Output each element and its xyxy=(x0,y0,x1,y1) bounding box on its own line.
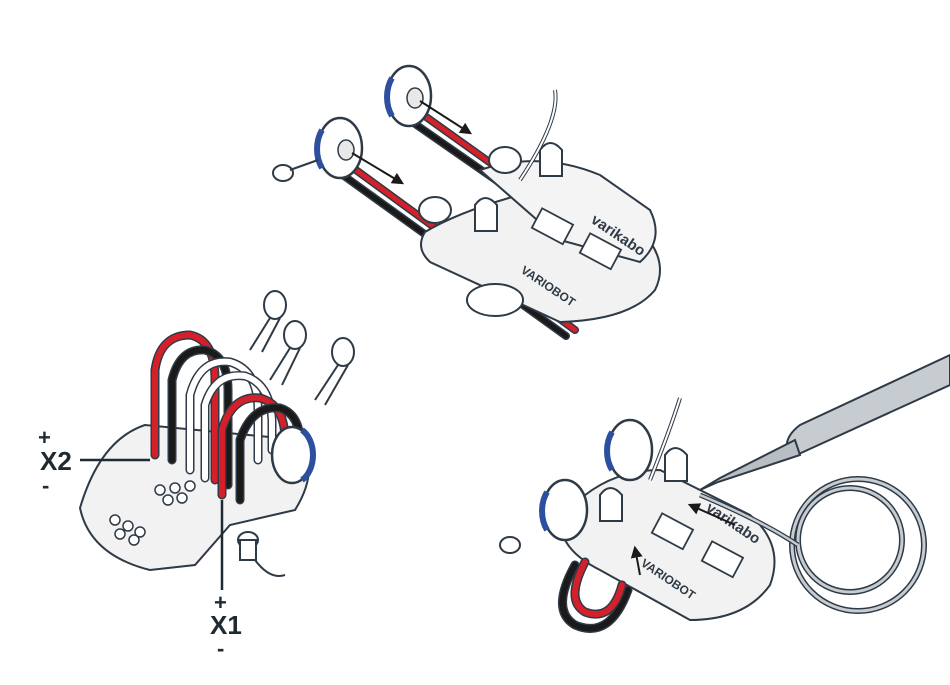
right-pcb: varikabo VARIOBOT xyxy=(560,398,775,620)
motor-icon xyxy=(272,427,313,483)
top-assembly: varikabo VARIOBOT xyxy=(273,66,660,336)
motor-icon xyxy=(607,420,652,480)
x2-label: X2 xyxy=(40,448,72,474)
motor-icon xyxy=(273,118,362,181)
motor-icon xyxy=(387,66,431,126)
top-pcb: varikabo VARIOBOT xyxy=(419,90,660,322)
x1-label: X1 xyxy=(210,612,242,638)
x2-minus-label: - xyxy=(42,475,49,497)
left-assembly xyxy=(80,291,354,590)
right-assembly: varikabo VARIOBOT xyxy=(500,355,950,628)
x1-minus-label: - xyxy=(217,638,224,660)
